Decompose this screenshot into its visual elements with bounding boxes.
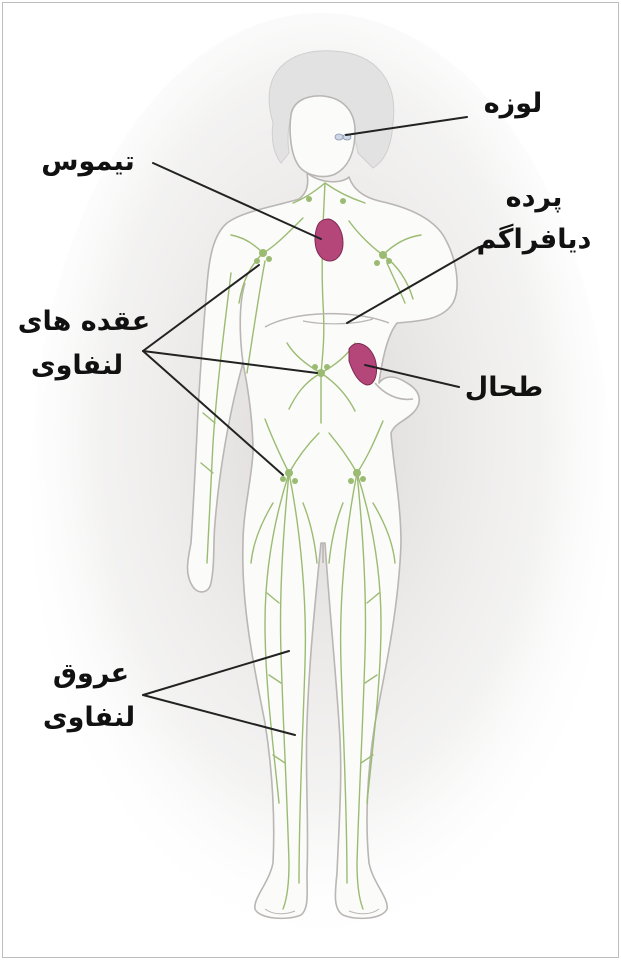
diaphragm-label-line2: دیافراگم — [459, 221, 609, 259]
lymph-nodes-label-line1: عقده های — [15, 303, 153, 341]
diaphragm-label-line1: پرده — [479, 179, 589, 217]
tonsil-label: لوزه — [473, 85, 553, 123]
thymus-label: تیموس — [23, 143, 153, 181]
lymph-vessels-label-line1: عروق — [41, 655, 141, 693]
lymph-vessels-label-line2: لنفاوی — [29, 699, 149, 737]
lymph-nodes-label-line2: لنفاوی — [17, 347, 137, 385]
spleen-label: طحال — [457, 369, 551, 407]
